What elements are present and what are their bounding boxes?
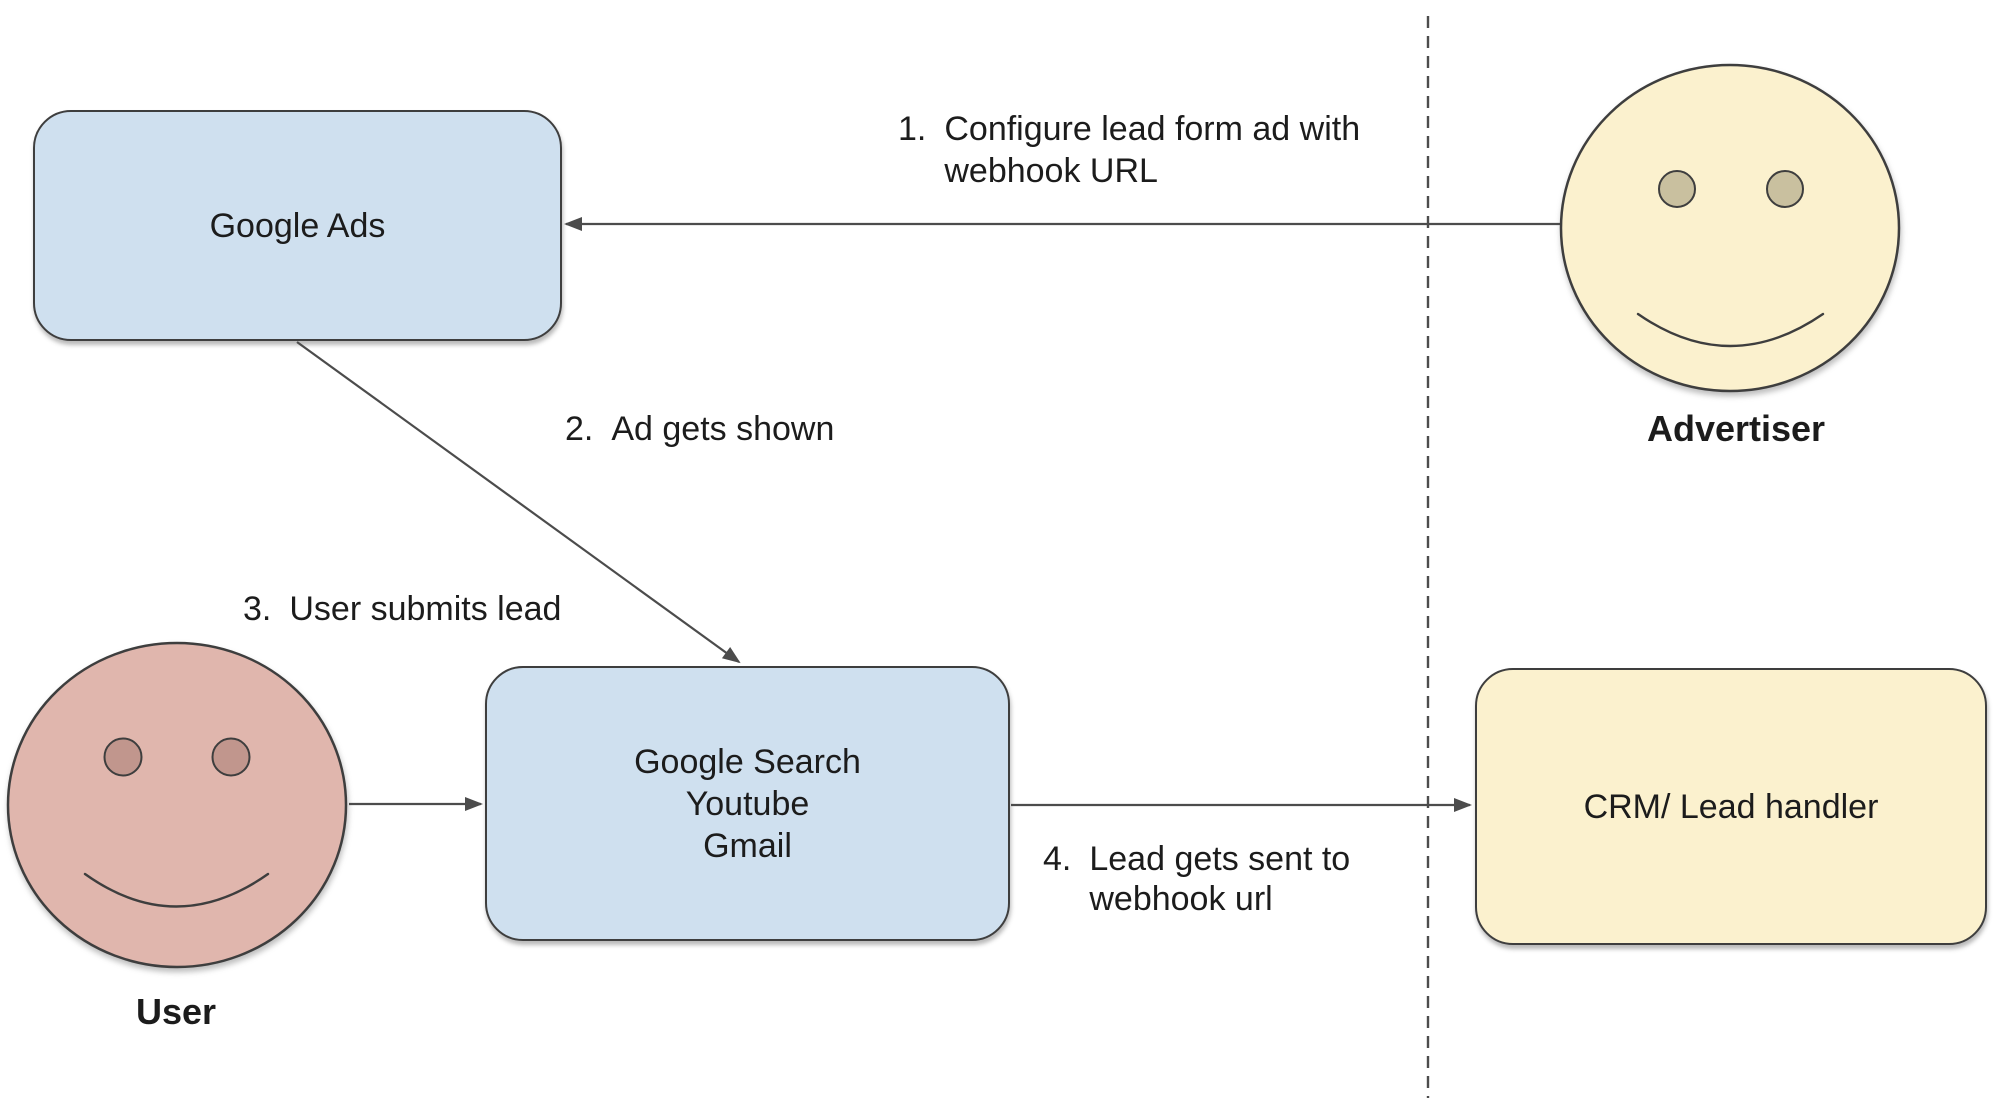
step-3-text-line-1: User submits lead (289, 590, 562, 628)
user-label: User (135, 991, 217, 1032)
google-surfaces-line-search: Google Search (634, 742, 861, 781)
step-2-label: 2. Ad gets shown (565, 408, 834, 450)
google-ads-label: Google Ads (209, 206, 386, 245)
user-right-eye (211, 737, 251, 777)
user-smile (83, 872, 270, 908)
step-4-text-line-1: Lead gets sent to (1089, 840, 1351, 878)
step-4-text-line-2: webhook url (1089, 880, 1273, 918)
step-3-label: 3. User submits lead (243, 588, 561, 630)
google-surfaces-line-youtube: Youtube (685, 784, 810, 823)
advertiser-right-eye (1766, 170, 1804, 208)
google-ads-node: Google Ads (33, 110, 562, 341)
advertiser-face-icon (1559, 63, 1901, 393)
advertiser-smile (1636, 312, 1825, 348)
step-4-number: 4. (1043, 840, 1072, 878)
step-1-text-line-2: webhook URL (944, 152, 1158, 190)
step-2-number: 2. (565, 410, 594, 448)
advertiser-left-eye (1658, 170, 1696, 208)
step-1-text-line-1: Configure lead form ad with (944, 110, 1361, 148)
step-2-text-line-1: Ad gets shown (611, 410, 835, 448)
step-1-label: 1. Configure lead form ad with webhook U… (898, 108, 1360, 192)
user-face-icon (6, 641, 348, 969)
step-4-label: 4. Lead gets sent to webhook url (1043, 839, 1350, 919)
step-1-number: 1. (898, 110, 927, 148)
user-left-eye (103, 737, 143, 777)
step-3-number: 3. (243, 590, 272, 628)
crm-node: CRM/ Lead handler (1475, 668, 1987, 945)
google-surfaces-label: Google Search Youtube Gmail (634, 741, 861, 867)
advertiser-label: Advertiser (1646, 408, 1826, 449)
crm-label: CRM/ Lead handler (1583, 787, 1879, 826)
google-surfaces-line-gmail: Gmail (703, 826, 792, 865)
google-surfaces-node: Google Search Youtube Gmail (485, 666, 1010, 941)
